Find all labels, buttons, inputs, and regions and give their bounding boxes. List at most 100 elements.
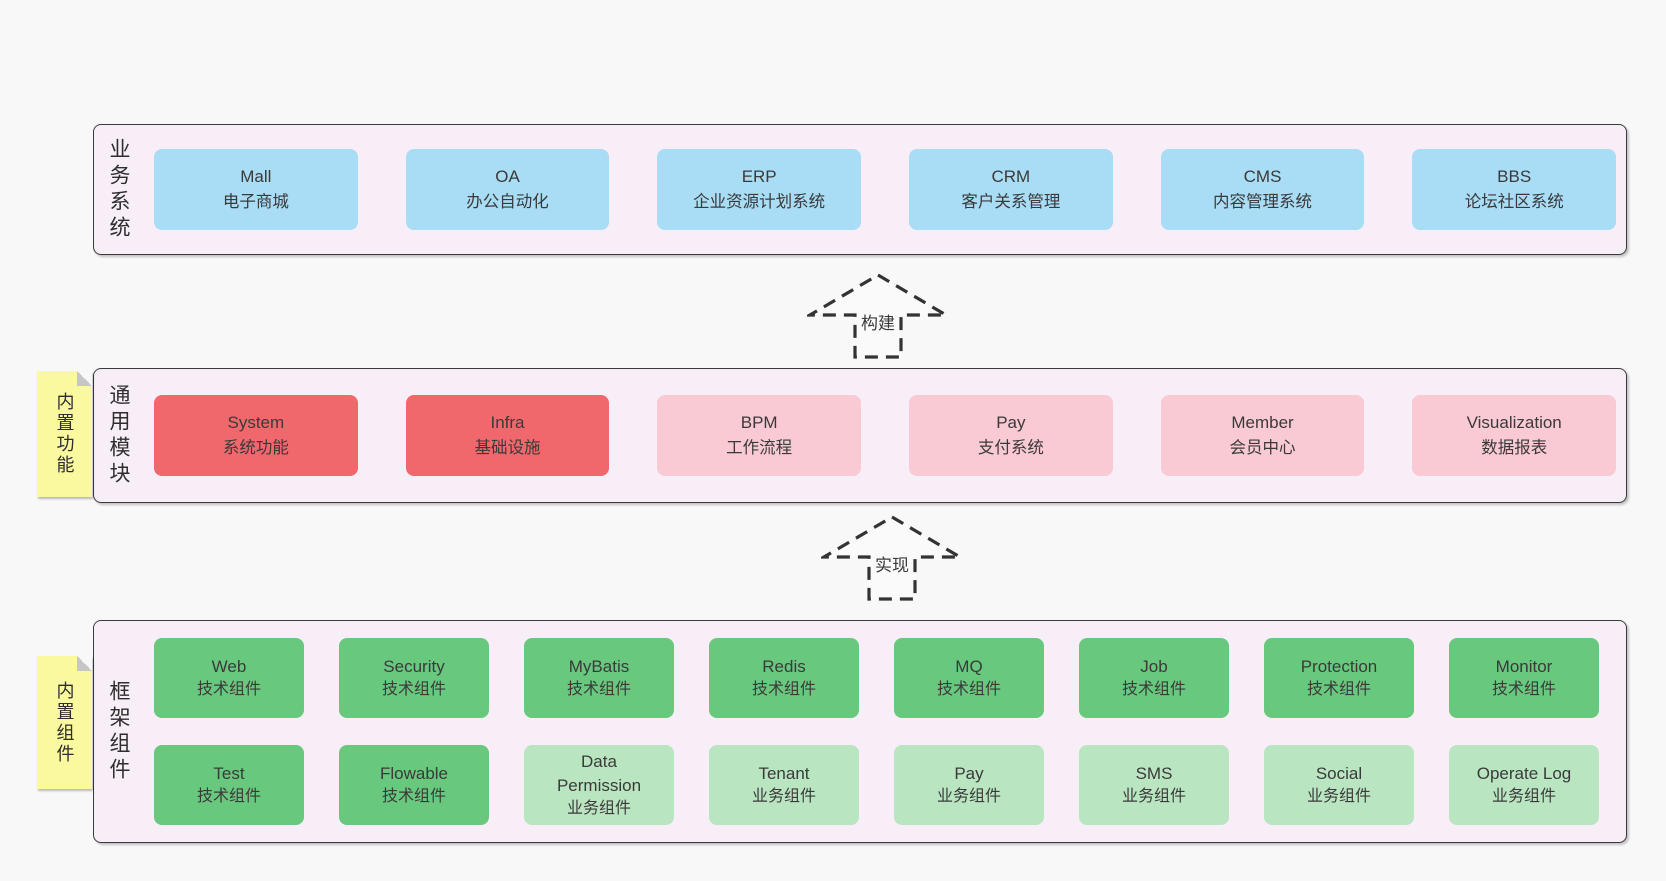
band-framework-components: 框架组件 Web 技术组件 Security 技术组件 MyBatis 技术组件… <box>93 620 1627 843</box>
band-label-framework-components: 框架组件 <box>107 679 130 784</box>
box-member: Member 会员中心 <box>1160 395 1365 476</box>
box-subtitle: 技术组件 <box>566 680 631 698</box>
box-subtitle: 业务组件 <box>1121 787 1186 805</box>
box-job: Job 技术组件 <box>1079 638 1229 718</box>
box-security: Security 技术组件 <box>339 638 489 718</box>
box-title: MyBatis <box>568 656 630 676</box>
box-social: Social 业务组件 <box>1264 745 1414 825</box>
box-subtitle: 业务组件 <box>1491 787 1556 805</box>
box-title: Pay <box>996 413 1026 433</box>
box-web: Web 技术组件 <box>154 638 304 718</box>
box-subtitle: 技术组件 <box>381 787 446 805</box>
arrow-implement-label: 实现 <box>872 550 912 577</box>
box-title: Redis <box>762 656 806 676</box>
box-subtitle: 业务组件 <box>566 799 631 817</box>
band-common-modules: 通用模块 System 系统功能 Infra 基础设施 BPM 工作流程 Pay… <box>93 368 1627 503</box>
box-mall: Mall 电子商城 <box>154 149 358 230</box>
box-protection: Protection 技术组件 <box>1264 638 1414 718</box>
box-title: Infra <box>490 413 525 433</box>
components-row-1: Web 技术组件 Security 技术组件 MyBatis 技术组件 Redi… <box>154 638 1616 718</box>
box-redis: Redis 技术组件 <box>709 638 859 718</box>
box-flowable: Flowable 技术组件 <box>339 745 489 825</box>
box-test: Test 技术组件 <box>154 745 304 825</box>
box-title: Job <box>1140 656 1168 676</box>
box-title: SMS <box>1135 763 1173 783</box>
arrow-build: 构建 <box>807 272 949 360</box>
business-row: Mall 电子商城 OA 办公自动化 ERP 企业资源计划系统 CRM 客户关系… <box>154 149 1617 230</box>
box-subtitle: 客户关系管理 <box>961 192 1061 211</box>
box-subtitle: 数据报表 <box>1481 438 1548 457</box>
box-title: OA <box>495 167 520 187</box>
box-title: Protection <box>1300 656 1378 676</box>
box-subtitle: 电子商城 <box>222 192 289 211</box>
box-subtitle: 论坛社区系统 <box>1464 192 1564 211</box>
box-sms: SMS 业务组件 <box>1079 745 1229 825</box>
box-pay-system: Pay 支付系统 <box>909 395 1113 476</box>
box-title: Flowable <box>379 763 449 783</box>
box-title: Social <box>1315 763 1363 783</box>
box-subtitle: 技术组件 <box>381 680 446 698</box>
box-subtitle: 技术组件 <box>1306 680 1371 698</box>
box-title: System <box>227 413 285 433</box>
box-title: BBS <box>1497 167 1532 187</box>
box-mybatis: MyBatis 技术组件 <box>524 638 674 718</box>
box-subtitle: 内容管理系统 <box>1213 192 1313 211</box>
box-subtitle: 企业资源计划系统 <box>693 192 826 211</box>
band-label-common-modules: 通用模块 <box>107 383 130 488</box>
band-label-business-systems: 业务系统 <box>107 137 130 242</box>
box-title: Operate Log <box>1476 763 1572 783</box>
box-cms: CMS 内容管理系统 <box>1160 149 1365 230</box>
box-crm: CRM 客户关系管理 <box>909 149 1113 230</box>
box-subtitle: 技术组件 <box>196 680 261 698</box>
box-oa: OA 办公自动化 <box>405 149 610 230</box>
box-subtitle: 技术组件 <box>936 680 1001 698</box>
sticky-note-built-in-functions: 内置功能 <box>37 371 92 497</box>
box-title: Test <box>213 763 245 783</box>
band-modules-boxes: System 系统功能 Infra 基础设施 BPM 工作流程 Pay 支付系统… <box>154 369 1617 502</box>
band-business-systems: 业务系统 Mall 电子商城 OA 办公自动化 ERP 企业资源计划系统 CRM… <box>93 124 1627 255</box>
box-title: Web <box>211 656 247 676</box>
sticky-note-text: 内置组件 <box>54 680 75 765</box>
box-title: Security <box>383 656 445 676</box>
box-subtitle: 会员中心 <box>1229 438 1296 457</box>
box-subtitle: 技术组件 <box>1491 680 1556 698</box>
box-system: System 系统功能 <box>154 395 358 476</box>
box-operate-log: Operate Log 业务组件 <box>1449 745 1599 825</box>
sticky-note-text: 内置功能 <box>54 392 75 476</box>
box-title: CRM <box>991 167 1031 187</box>
box-title: CMS <box>1243 167 1282 187</box>
box-title: Data Permission <box>556 752 642 795</box>
components-row-2: Test 技术组件 Flowable 技术组件 Data Permission … <box>154 745 1616 825</box>
arrow-implement: 实现 <box>821 514 963 602</box>
box-subtitle: 业务组件 <box>1306 787 1371 805</box>
box-mq: MQ 技术组件 <box>894 638 1044 718</box>
box-subtitle: 技术组件 <box>196 787 261 805</box>
box-title: ERP <box>741 167 777 187</box>
box-title: MQ <box>955 656 983 676</box>
box-title: BPM <box>740 413 778 433</box>
box-visualization: Visualization 数据报表 <box>1412 395 1617 476</box>
box-pay-component: Pay 业务组件 <box>894 745 1044 825</box>
box-title: Pay <box>954 763 984 783</box>
box-title: Visualization <box>1466 413 1562 433</box>
box-tenant: Tenant 业务组件 <box>709 745 859 825</box>
box-title: Mall <box>240 167 272 187</box>
box-subtitle: 业务组件 <box>751 787 816 805</box>
box-subtitle: 支付系统 <box>977 438 1044 457</box>
box-subtitle: 基础设施 <box>474 438 541 457</box>
box-subtitle: 办公自动化 <box>466 192 549 211</box>
box-subtitle: 系统功能 <box>222 438 289 457</box>
box-subtitle: 技术组件 <box>751 680 816 698</box>
box-title: Tenant <box>758 763 810 783</box>
box-bbs: BBS 论坛社区系统 <box>1412 149 1617 230</box>
modules-row: System 系统功能 Infra 基础设施 BPM 工作流程 Pay 支付系统… <box>154 395 1617 476</box>
sticky-note-built-in-components: 内置组件 <box>37 656 92 789</box>
box-subtitle: 业务组件 <box>936 787 1001 805</box>
box-infra: Infra 基础设施 <box>405 395 610 476</box>
box-title: Member <box>1231 413 1294 433</box>
band-components-boxes: Web 技术组件 Security 技术组件 MyBatis 技术组件 Redi… <box>154 621 1616 842</box>
box-monitor: Monitor 技术组件 <box>1449 638 1599 718</box>
arrow-build-label: 构建 <box>858 308 898 335</box>
box-data-permission: Data Permission 业务组件 <box>524 745 674 825</box>
